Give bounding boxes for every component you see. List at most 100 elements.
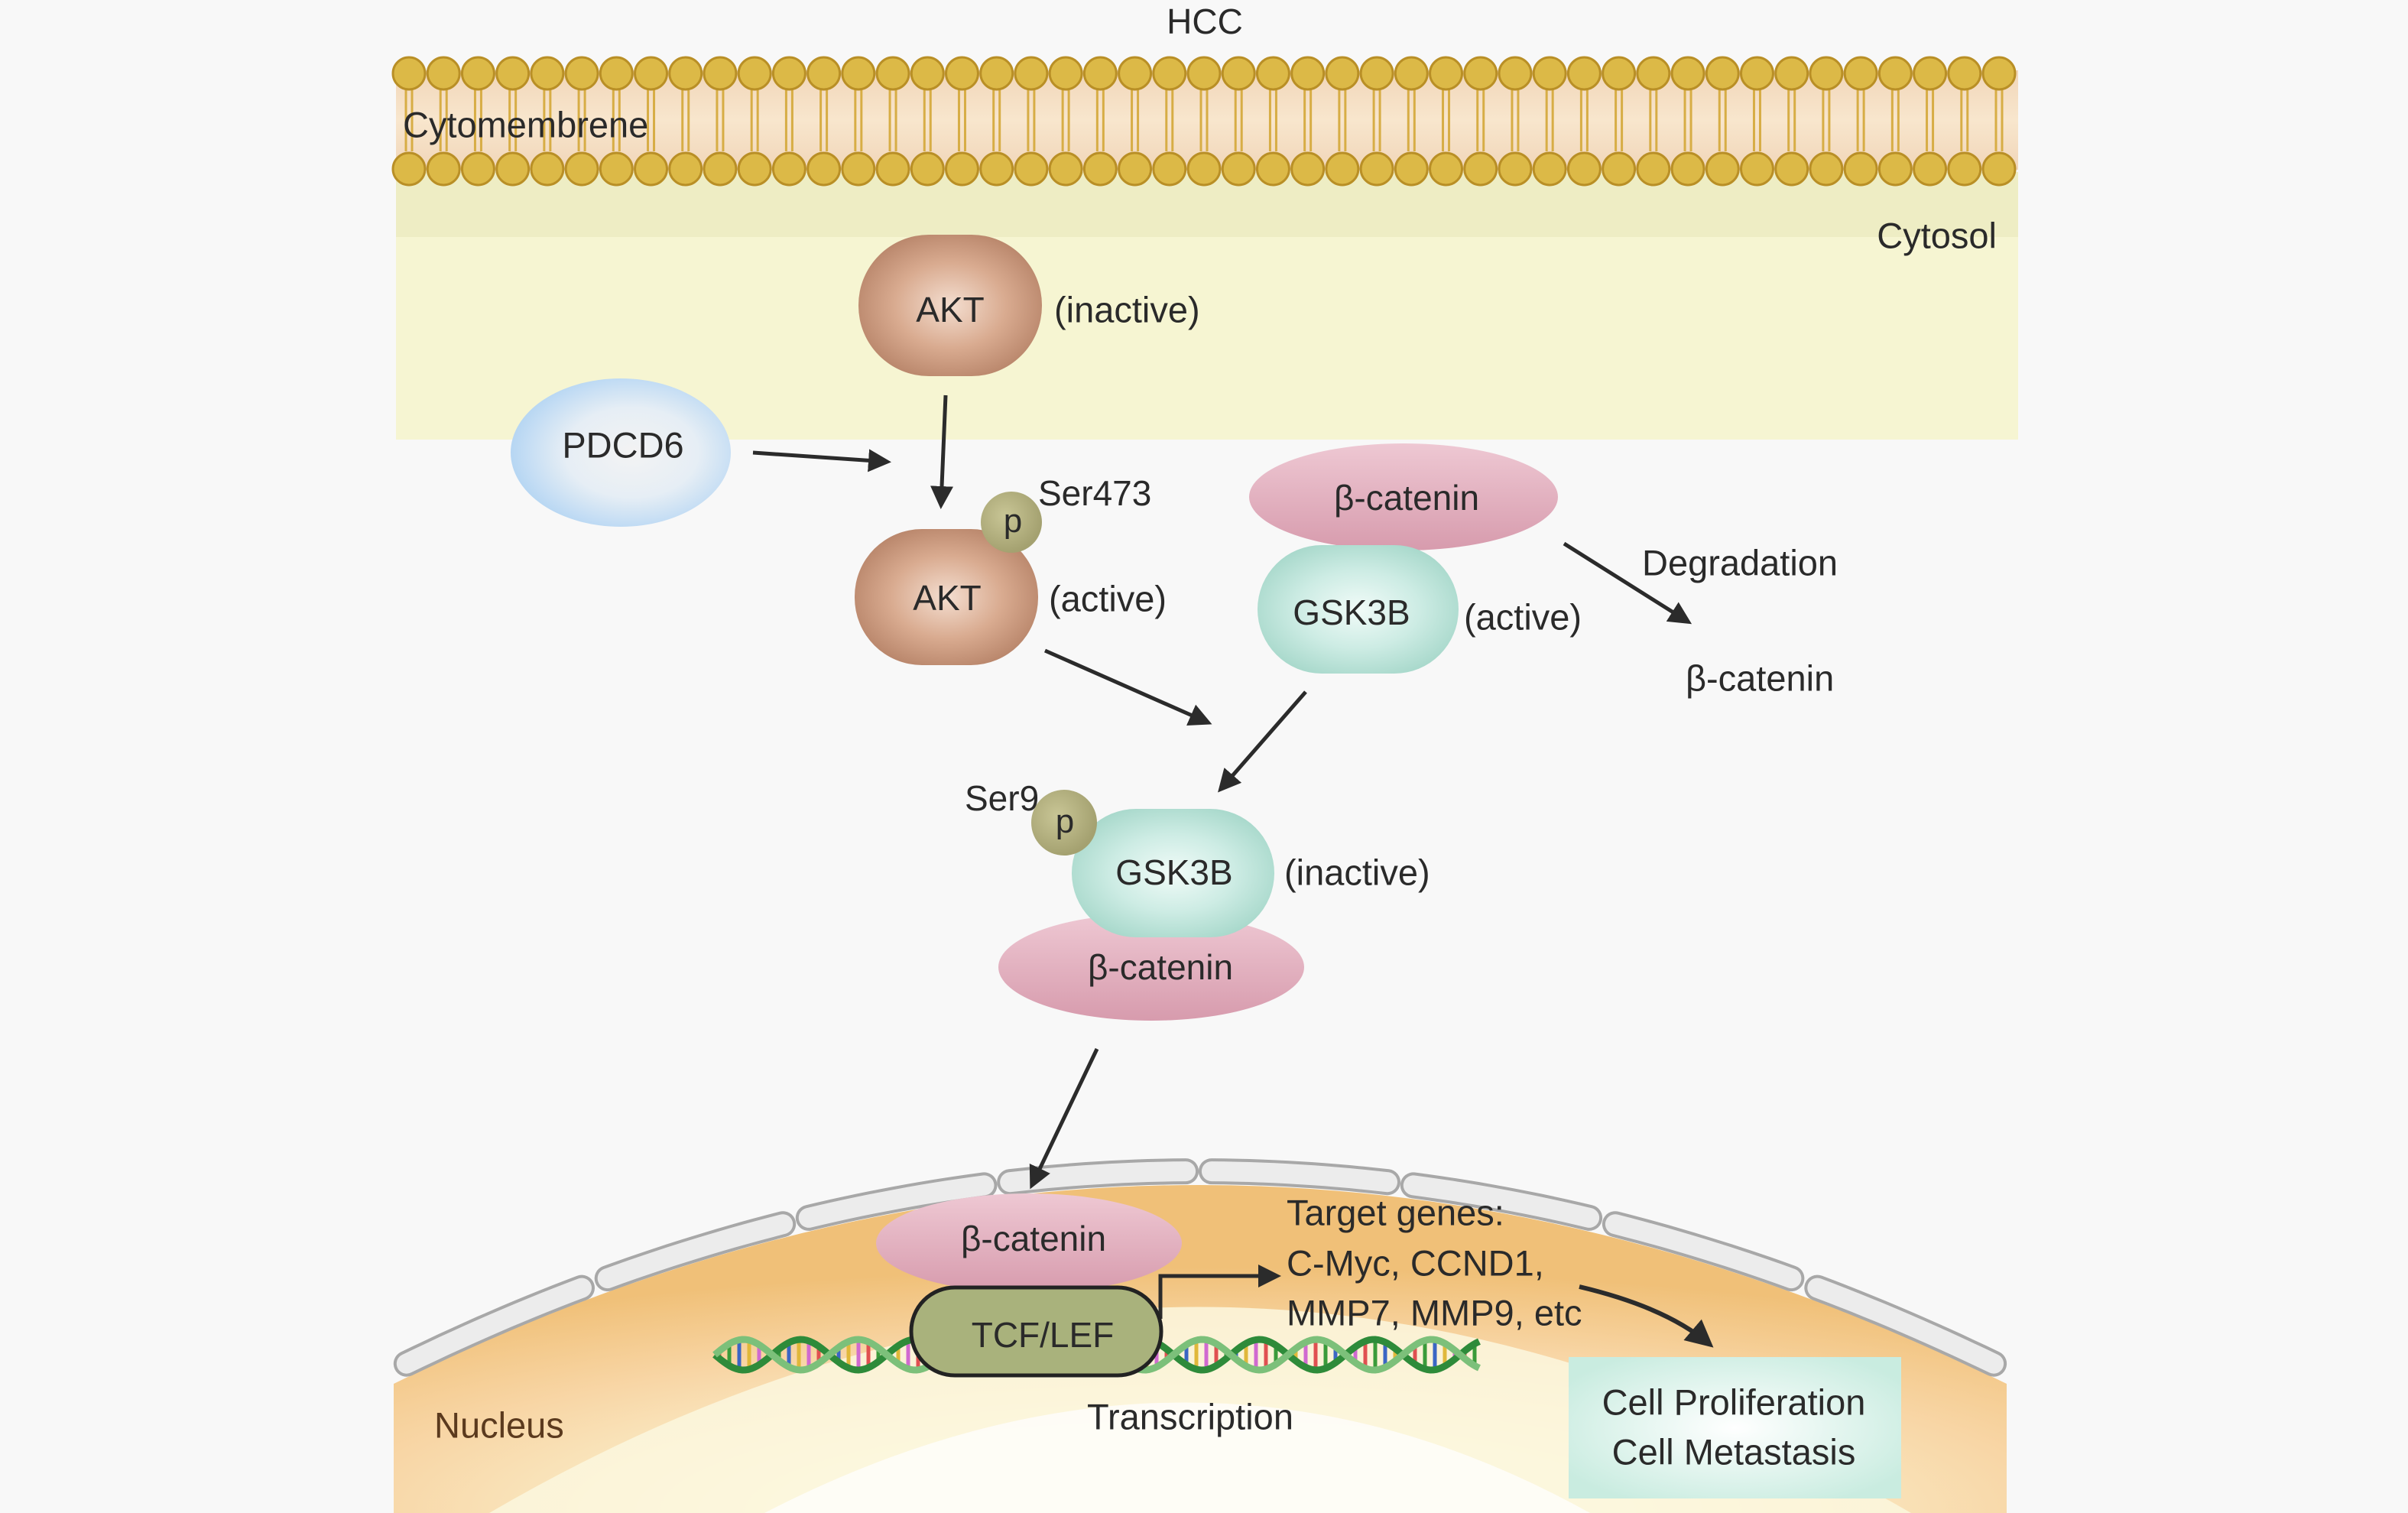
lipid-head: [1947, 56, 1982, 91]
lipid-head: [737, 151, 772, 187]
membrane-label: Cytomembrene: [403, 104, 649, 145]
lipid-head: [1082, 151, 1118, 187]
pdcd6-label: PDCD6: [562, 424, 684, 466]
lipid-head: [426, 151, 461, 187]
nucleus-label: Nucleus: [434, 1404, 564, 1446]
lipid-head: [1118, 151, 1153, 187]
lipid-head: [1809, 151, 1844, 187]
lipid-head: [564, 56, 599, 91]
transcription-label: Transcription: [1087, 1396, 1293, 1437]
lipid-head: [1186, 56, 1222, 91]
lipid-head: [1774, 56, 1809, 91]
arrow-degradation: [1563, 541, 1692, 625]
lipid-head: [875, 151, 910, 187]
pdcd6-protein: [511, 378, 731, 527]
lipid-head: [1048, 151, 1083, 187]
lipid-head: [530, 151, 565, 187]
lipid-head: [599, 151, 634, 187]
lipid-head: [1463, 56, 1498, 91]
lipid-head: [1602, 56, 1637, 91]
envelope-segment-fill: [798, 1175, 995, 1228]
lipid-head: [1082, 56, 1118, 91]
gsk3b-active-protein: [1258, 545, 1459, 674]
lipid-head: [1014, 151, 1049, 187]
lipid-head: [1359, 151, 1394, 187]
lipid-head: [1463, 151, 1498, 187]
gsk3b-active-state: (active): [1464, 596, 1582, 638]
envelope-segment-fill: [396, 1278, 592, 1374]
lipid-head: [1636, 56, 1671, 91]
gsk3b-inactive-state: (inactive): [1284, 852, 1430, 893]
lipid-head: [1325, 56, 1360, 91]
lipid-head: [599, 56, 634, 91]
lipid-head: [979, 151, 1014, 187]
akt-inactive-state: (inactive): [1054, 289, 1200, 330]
lipid-head: [1913, 56, 1948, 91]
arrow-akt-activation: [930, 394, 953, 509]
lipid-head: [391, 56, 427, 91]
lipid-head: [1981, 56, 2017, 91]
akt-active-protein: [855, 529, 1038, 665]
bcatenin-mid-protein: [998, 914, 1304, 1021]
arrow-transcription: [1158, 1265, 1281, 1319]
lipid-head: [1394, 56, 1429, 91]
outcome-proliferation: Cell Proliferation: [1602, 1382, 1866, 1423]
lipid-head: [910, 56, 945, 91]
phospho-circle-akt: [981, 492, 1042, 553]
lipid-head: [1877, 151, 1913, 187]
phospho-label-akt: p: [1003, 502, 1023, 540]
lipid-head: [1359, 56, 1394, 91]
arrow-to-outcome: [1579, 1284, 1714, 1348]
gsk3b-inactive-label: GSK3B: [1115, 852, 1233, 892]
outcome-metastasis: Cell Metastasis: [1611, 1431, 1856, 1472]
degradation-label: Degradation: [1642, 542, 1838, 583]
ser473-label: Ser473: [1038, 473, 1152, 513]
lipid-head: [1602, 151, 1637, 187]
lipid-head: [1429, 56, 1464, 91]
lipid-head: [703, 56, 738, 91]
target-genes-line2: MMP7, MMP9, etc: [1287, 1292, 1582, 1333]
envelope-segment-fill: [1605, 1214, 1802, 1289]
lipid-head: [495, 56, 531, 91]
phospho-circle-gsk: [1031, 790, 1097, 856]
akt-active-state: (active): [1049, 578, 1167, 619]
tcf-lef-protein: [909, 1285, 1163, 1378]
lipid-head: [1325, 151, 1360, 187]
lipid-head: [1774, 151, 1809, 187]
nucleus-core: [764, 1402, 1590, 1513]
gsk3b-active-label: GSK3B: [1293, 593, 1410, 632]
lipid-head: [1221, 56, 1256, 91]
lipid-head: [564, 151, 599, 187]
lipid-head: [1981, 151, 2017, 187]
envelope-segment-fill: [1807, 1278, 2004, 1374]
degraded-bcatenin-label: β-catenin: [1686, 657, 1835, 699]
bcatenin-top-protein: [1249, 443, 1558, 550]
lipid-head: [1394, 151, 1429, 187]
lipid-head: [1498, 56, 1533, 91]
lipid-tails: [404, 88, 2004, 151]
lipid-head: [910, 151, 945, 187]
lipid-head: [944, 151, 979, 187]
lipid-head: [841, 56, 876, 91]
cytosol-label: Cytosol: [1877, 215, 1997, 256]
lipid-head: [1877, 56, 1913, 91]
lipid-head: [1532, 56, 1567, 91]
gsk3b-inactive-protein: [1072, 809, 1274, 937]
lipid-head: [841, 151, 876, 187]
lipid-head: [1566, 56, 1602, 91]
lipid-head: [1705, 56, 1740, 91]
target-genes-header: Target genes:: [1287, 1192, 1504, 1233]
diagram-title: HCC: [1167, 2, 1243, 41]
lipid-head: [1843, 151, 1878, 187]
ser9-label: Ser9: [965, 778, 1040, 818]
outcome-box: [1569, 1357, 1901, 1498]
akt-active-label: AKT: [913, 578, 982, 618]
tcf-lef-label: TCF/LEF: [971, 1315, 1115, 1355]
lipid-head: [1221, 151, 1256, 187]
lipid-head: [1739, 56, 1774, 91]
lipid-head: [634, 56, 669, 91]
lipid-head: [806, 151, 842, 187]
arrow-gsk3b-to-inactive: [1218, 690, 1307, 793]
bcatenin-top-label: β-catenin: [1333, 478, 1480, 518]
